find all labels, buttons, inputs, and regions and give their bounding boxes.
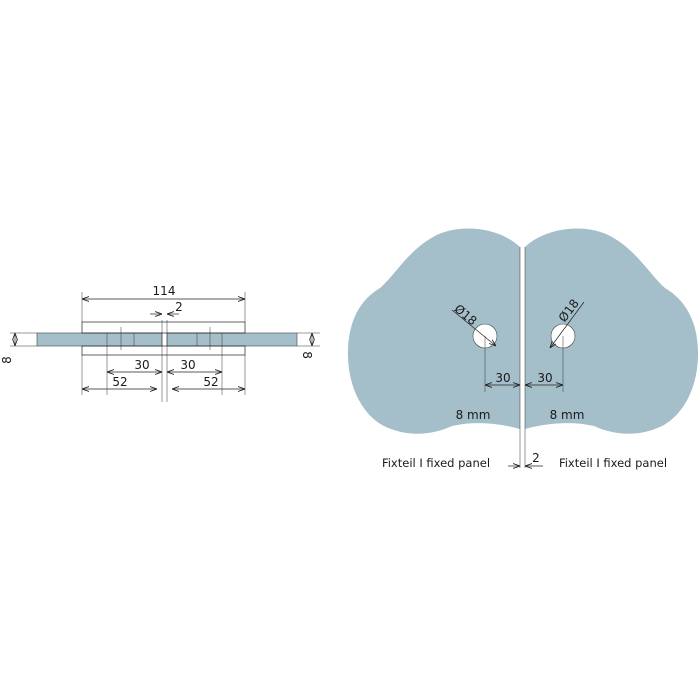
front-thickness-left-label: 8 mm	[456, 408, 491, 422]
side-dim-thickness-right: 8	[297, 332, 320, 359]
side-dim-inner-left-label: 30	[134, 358, 149, 372]
side-hinge-body	[81, 320, 246, 402]
side-dim-thickness-left-label: 8	[0, 356, 14, 364]
side-dim-outer-right-label: 52	[203, 375, 218, 389]
side-dim-inner-left: 30	[106, 346, 162, 395]
front-thickness-right-label: 8 mm	[550, 408, 585, 422]
side-dim-inner-right-label: 30	[180, 358, 195, 372]
side-dim-outer-right: 52	[172, 355, 246, 395]
side-view: 114 2 8 8 30	[0, 284, 320, 402]
front-panel-label-left: Fixteil I fixed panel	[382, 456, 490, 470]
side-dim-gap-label: 2	[175, 300, 183, 314]
side-dim-total-label: 114	[153, 284, 176, 298]
side-dim-outer-left: 52	[81, 355, 157, 395]
side-glass-left	[36, 332, 163, 347]
side-glass-right	[166, 332, 298, 347]
side-dim-thickness-left: 8	[0, 332, 37, 364]
side-dim-inner-right: 30	[167, 346, 223, 395]
front-panel-label-right: Fixteil I fixed panel	[559, 456, 667, 470]
side-dim-outer-left-label: 52	[112, 375, 127, 389]
side-dim-total: 114	[81, 284, 246, 322]
front-dim-hole-left-label: 30	[495, 371, 510, 385]
side-dim-thickness-right-label: 8	[300, 351, 314, 359]
front-glass-right	[525, 228, 699, 434]
front-dim-gap: 2	[508, 451, 543, 466]
front-dim-holes: 30 30	[484, 336, 564, 392]
front-dim-hole-right-label: 30	[537, 371, 552, 385]
front-view: Ø18 Ø18 30 30 8 mm 8 mm 2 Fixteil I fixe…	[347, 228, 699, 470]
front-glass-left	[347, 228, 520, 434]
side-dim-gap: 2	[150, 300, 183, 314]
front-dim-gap-label: 2	[532, 451, 540, 465]
